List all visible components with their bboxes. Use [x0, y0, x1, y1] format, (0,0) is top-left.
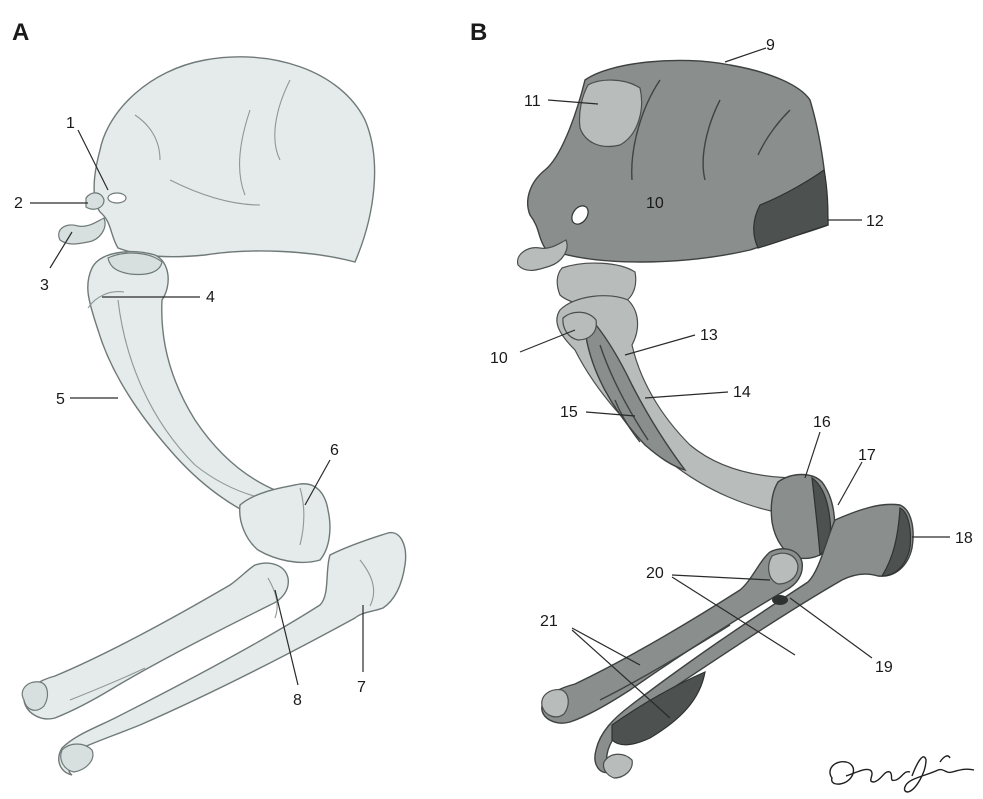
panel-a-label-1: 1 — [66, 115, 75, 132]
panel-a-distal-end — [61, 744, 93, 772]
panel-b-label-19: 19 — [875, 659, 893, 676]
panel-b-leader-17 — [838, 462, 862, 505]
panel-b-leader-19 — [790, 598, 872, 658]
panel-b-leader-16 — [805, 432, 820, 478]
panel-b-label-21: 21 — [540, 613, 558, 630]
panel-b-label-10: 10 — [646, 195, 664, 212]
panel-b-leader-14 — [645, 392, 728, 398]
panel-b-label-13: 13 — [700, 327, 718, 344]
panel-b-distal-end — [603, 754, 632, 778]
panel-b-letter: B — [470, 19, 487, 46]
panel-a-label-2: 2 — [14, 195, 23, 212]
panel-a-label-4: 4 — [206, 289, 215, 306]
panel-b-label-18: 18 — [955, 530, 973, 547]
panel-a-label-8: 8 — [293, 692, 302, 709]
panel-b-label-11: 11 — [524, 93, 541, 110]
panel-a-upper-bone — [88, 252, 298, 522]
panel-a-process — [86, 193, 104, 209]
panel-b-distal-end — [542, 690, 568, 717]
artist-signature — [830, 756, 974, 792]
panel-b: B — [470, 19, 973, 778]
panel-a-label-6: 6 — [330, 442, 339, 459]
panel-b-label-17: 17 — [858, 447, 876, 464]
panel-a-letter: A — [12, 19, 29, 46]
panel-b-label-14: 14 — [733, 384, 751, 401]
panel-a-label-5: 5 — [56, 391, 65, 408]
panel-a-label-3: 3 — [40, 277, 49, 294]
panel-a: A — [12, 19, 406, 775]
panel-a-distal-end — [22, 682, 47, 711]
panel-b-label-12: 12 — [866, 213, 884, 230]
panel-b-leader-9 — [725, 48, 766, 62]
panel-a-plate — [94, 57, 375, 262]
panel-b-notch — [772, 595, 788, 605]
panel-b-label-9: 9 — [766, 37, 775, 54]
panel-b-leader-21a — [572, 628, 640, 665]
panel-b-label-20: 20 — [646, 565, 664, 582]
panel-a-foramen — [108, 193, 126, 203]
panel-a-forearm-bone-1 — [24, 563, 288, 719]
panel-a-label-7: 7 — [357, 679, 366, 696]
panel-b-label-16: 16 — [813, 414, 831, 431]
panel-b-label-15: 15 — [560, 404, 578, 421]
panel-a-hook — [59, 218, 105, 244]
panel-b-label-10b: 10 — [490, 350, 508, 367]
